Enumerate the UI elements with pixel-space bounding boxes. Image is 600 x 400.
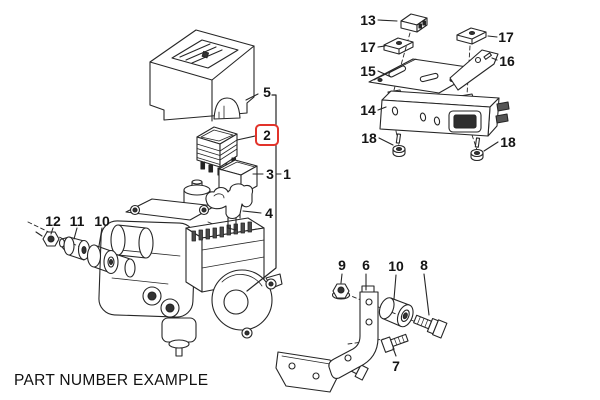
leader-lines bbox=[51, 20, 498, 356]
callout-14: 14 bbox=[360, 102, 376, 118]
relay-part-13-drawing bbox=[401, 14, 427, 32]
nut-part-9-drawing bbox=[333, 284, 350, 299]
bolt-part-8-drawing bbox=[412, 312, 447, 338]
mount-parts-10-11-12-drawing bbox=[36, 232, 118, 274]
bolt-part-7-drawing bbox=[381, 332, 409, 353]
pad-part-17-right-drawing bbox=[457, 28, 486, 44]
pad-part-17-left-drawing bbox=[384, 38, 413, 54]
bracket-part-16-drawing bbox=[450, 50, 498, 90]
callout-12: 12 bbox=[45, 213, 61, 229]
callout-17-left: 17 bbox=[360, 39, 376, 55]
callout-13: 13 bbox=[360, 12, 376, 28]
assembly-bracket-line-part-1 bbox=[247, 95, 276, 291]
callout-18-right: 18 bbox=[500, 134, 516, 150]
callout-15: 15 bbox=[360, 63, 376, 79]
callout-1: 1 bbox=[283, 166, 291, 182]
bracket-part-6-drawing bbox=[329, 286, 378, 378]
callout-6: 6 bbox=[362, 257, 370, 273]
hydraulic-unit-drawing bbox=[98, 180, 282, 356]
relay-part-2-drawing bbox=[197, 127, 237, 175]
callout-3: 3 bbox=[266, 166, 274, 182]
control-unit-part-14-drawing bbox=[380, 90, 509, 136]
callout-10-right: 10 bbox=[388, 258, 404, 274]
bracket-part-15-drawing bbox=[369, 59, 481, 93]
callout-9: 9 bbox=[338, 257, 346, 273]
caption-part-number-example: PART NUMBER EXAMPLE bbox=[14, 372, 209, 389]
callout-16: 16 bbox=[499, 53, 515, 69]
callout-2-highlighted: 2 bbox=[255, 124, 279, 146]
grommet-part-18-right-drawing bbox=[471, 138, 483, 161]
bushing-part-10-right-drawing bbox=[376, 295, 416, 329]
callout-4: 4 bbox=[265, 205, 273, 221]
callout-10-left: 10 bbox=[94, 213, 110, 229]
callout-8: 8 bbox=[420, 257, 428, 273]
callout-5: 5 bbox=[263, 84, 271, 100]
cover-part-5-drawing bbox=[150, 30, 254, 121]
callout-17-right: 17 bbox=[498, 29, 514, 45]
callout-18-left: 18 bbox=[361, 130, 377, 146]
callout-11: 11 bbox=[69, 213, 85, 229]
callout-7: 7 bbox=[392, 358, 400, 374]
socket-part-4-drawing bbox=[206, 184, 253, 230]
grommet-part-18-left-drawing bbox=[393, 134, 405, 157]
